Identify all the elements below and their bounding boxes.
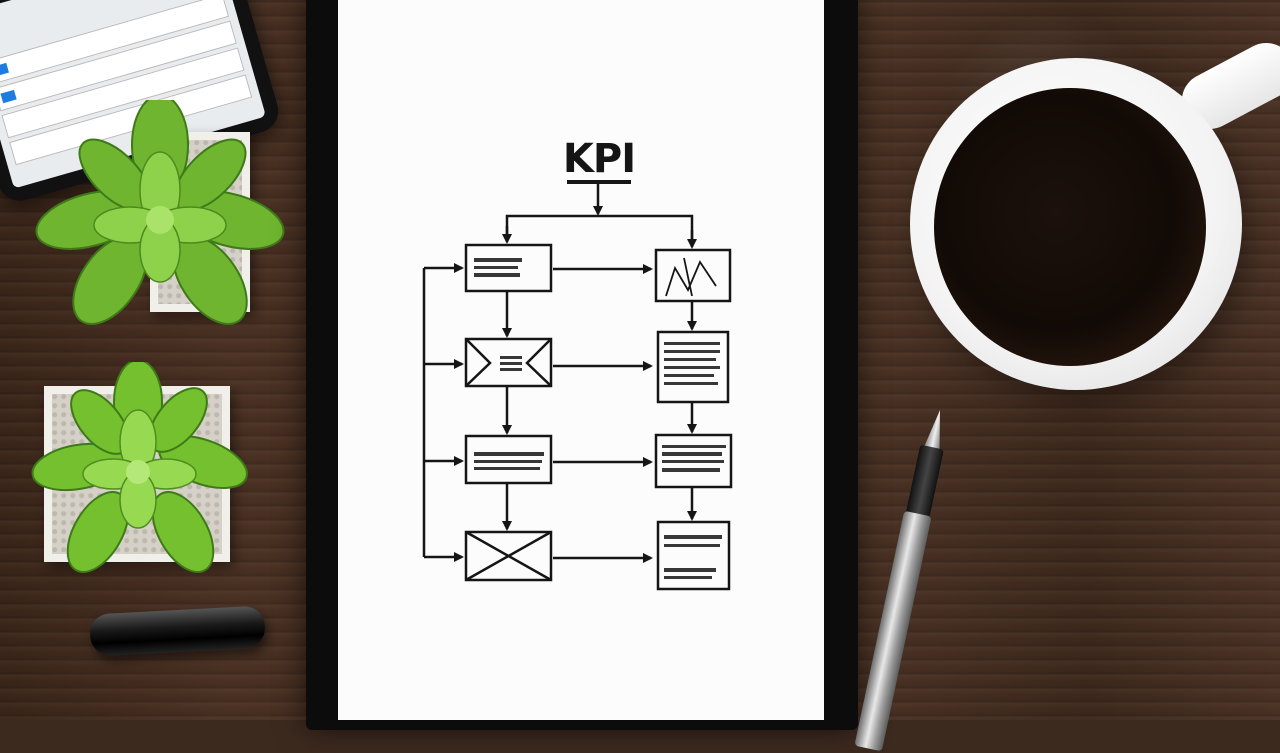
right-box-1-sketch	[665, 257, 717, 297]
succulent-plant-icon	[35, 100, 285, 325]
flowchart-title: KPI	[562, 136, 636, 182]
right-box-4	[656, 520, 731, 591]
tablet-screen	[338, 0, 824, 720]
kpi-flowchart	[422, 180, 733, 591]
left-box-3	[464, 434, 553, 485]
coffee-liquid	[934, 88, 1206, 366]
left-box-2-chevron-right	[525, 338, 552, 387]
split-connector	[505, 214, 694, 246]
succulent-plant-icon	[31, 362, 248, 573]
right-box-1	[654, 248, 732, 303]
right-box-3	[654, 433, 733, 489]
left-box-2	[464, 337, 553, 388]
left-box-2-chevron-left	[465, 338, 492, 387]
left-box-1	[464, 243, 553, 293]
left-box-4	[464, 530, 553, 582]
left-box-4-cross-b	[465, 530, 552, 582]
